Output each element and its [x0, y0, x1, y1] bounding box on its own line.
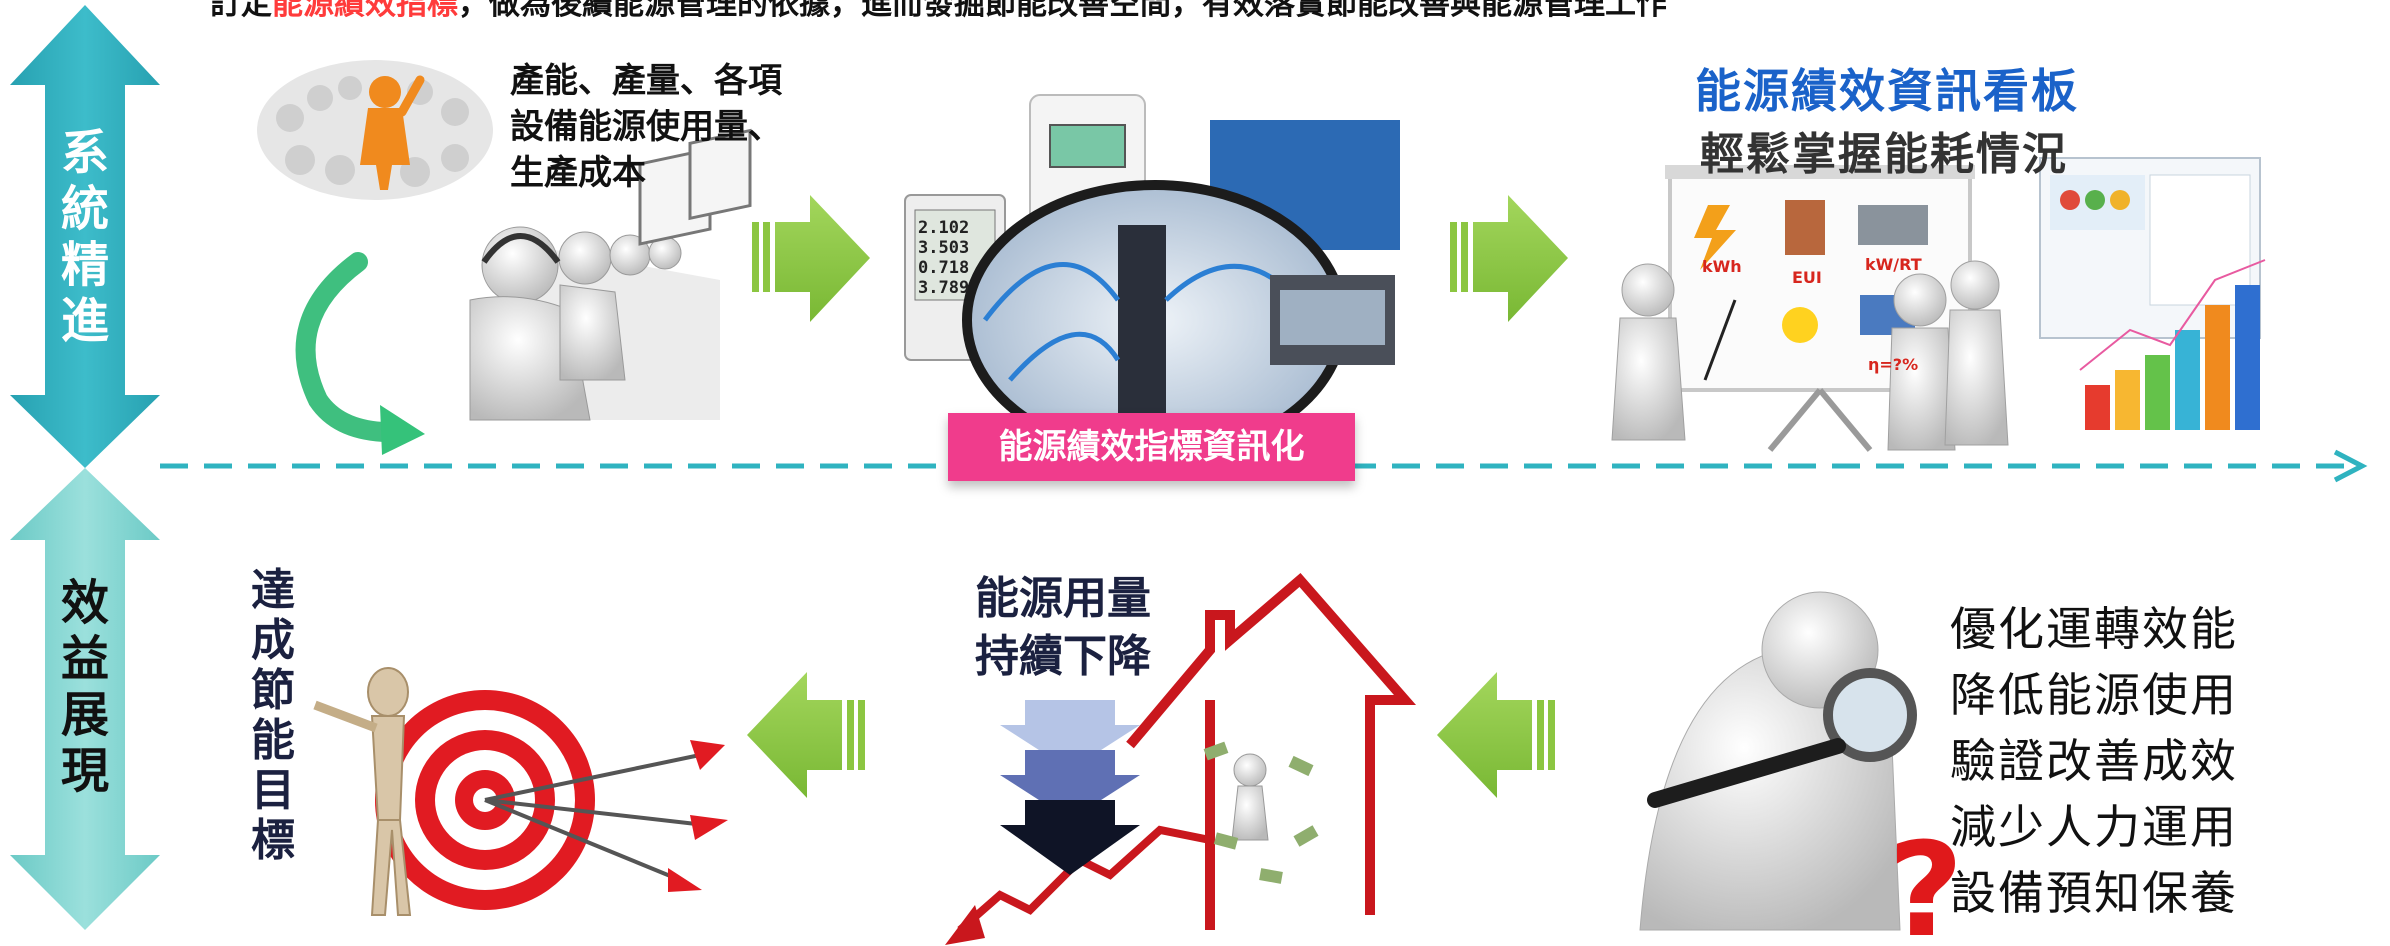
- board-label-kwh: kWh: [1702, 257, 1742, 276]
- target-caption: 達 成 節 能 目 標: [248, 566, 298, 866]
- list-item: 降低能源使用: [1950, 668, 2238, 722]
- header-prefix: 訂定: [210, 0, 272, 22]
- flow-arrow-1: [752, 195, 870, 322]
- benefit-arrow: [10, 468, 160, 930]
- caption-char: 成: [251, 615, 295, 666]
- call-center-illustration: [469, 128, 752, 421]
- meter-reading: 2.102: [918, 218, 970, 238]
- flow-arrow-4: [747, 672, 865, 798]
- list-item: 減少人力運用: [1950, 800, 2238, 854]
- system-improve-arrow: [10, 5, 160, 468]
- header-suffix: ，做為後續能源管理的依據，進而發掘節能改善空間，有效落實節能改善與能源管理工作: [458, 0, 1667, 22]
- meter-reading: 3.503: [918, 238, 970, 258]
- optimization-list: 優化運轉效能 降低能源使用 驗證改善成效 減少人力運用 設備預知保養: [1950, 596, 2238, 926]
- server-room-illustration: [962, 120, 1400, 460]
- flow-arrow-2: [1450, 195, 1568, 322]
- system-label-text: 系統精進: [61, 125, 110, 349]
- house-outline: [1126, 572, 1417, 930]
- informatization-badge: 能源績效指標資訊化: [948, 413, 1355, 481]
- list-item: 優化運轉效能: [1950, 602, 2238, 656]
- meter-reading: 0.718: [918, 258, 970, 278]
- dashboard-title: 能源績效資訊看板: [1695, 64, 2079, 118]
- caption-char: 節: [251, 665, 295, 716]
- flow-arrow-3: [1437, 672, 1555, 798]
- caption-line: 產能、產量、各項: [510, 61, 782, 101]
- benefit-label-text: 效益展現: [61, 575, 110, 799]
- energy-decrease-caption: 能源用量 持續下降: [975, 570, 1151, 686]
- meter-reading: 3.789: [918, 278, 970, 298]
- board-label-kwrt: kW/RT: [1865, 255, 1922, 274]
- caption-char: 能: [251, 715, 295, 766]
- benefit-label: 效益展現: [55, 575, 115, 799]
- system-improve-label: 系統精進: [55, 125, 115, 349]
- meter-display: 2.102 3.503 0.718 3.789: [918, 218, 969, 298]
- caption-line: 持續下降: [975, 631, 1151, 682]
- caption-char: 目: [251, 765, 295, 816]
- timeline-divider: [160, 449, 2368, 483]
- down-chevrons-icon: [1000, 700, 1140, 875]
- board-label-efficiency: η=?%: [1868, 355, 1919, 374]
- dashboard-subtitle: 輕鬆掌握能耗情況: [1700, 129, 2068, 180]
- inspector-illustration: [1639, 591, 1917, 931]
- presenter-figures: [1611, 260, 2009, 451]
- money-figure: [1203, 741, 1319, 884]
- svg-text:?: ?: [1888, 814, 1963, 946]
- list-item: 設備預知保養: [1950, 866, 2238, 920]
- header-sentence: 訂定能源績效指標，做為後續能源管理的依據，進而發掘節能改善空間，有效落實節能改善…: [210, 0, 1667, 23]
- target-illustration: [375, 690, 728, 910]
- data-collection-caption: 產能、產量、各項 設備能源使用量、 生產成本: [510, 58, 782, 196]
- board-label-eui: EUI: [1792, 268, 1822, 287]
- caption-line: 能源用量: [975, 573, 1151, 624]
- header-highlight: 能源績效指標: [272, 0, 458, 22]
- wooden-mannequin: [313, 667, 412, 916]
- caption-char: 標: [251, 815, 295, 866]
- caption-line: 生產成本: [510, 153, 646, 193]
- bar-chart-graphic: [2079, 259, 2266, 430]
- crowd-illustration: [257, 60, 493, 200]
- cycle-arrow-icon: [295, 252, 425, 455]
- list-item: 驗證改善成效: [1950, 734, 2238, 788]
- caption-char: 達: [251, 565, 295, 616]
- question-mark-icon: ?: [1888, 814, 1963, 946]
- caption-line: 設備能源使用量、: [510, 107, 782, 147]
